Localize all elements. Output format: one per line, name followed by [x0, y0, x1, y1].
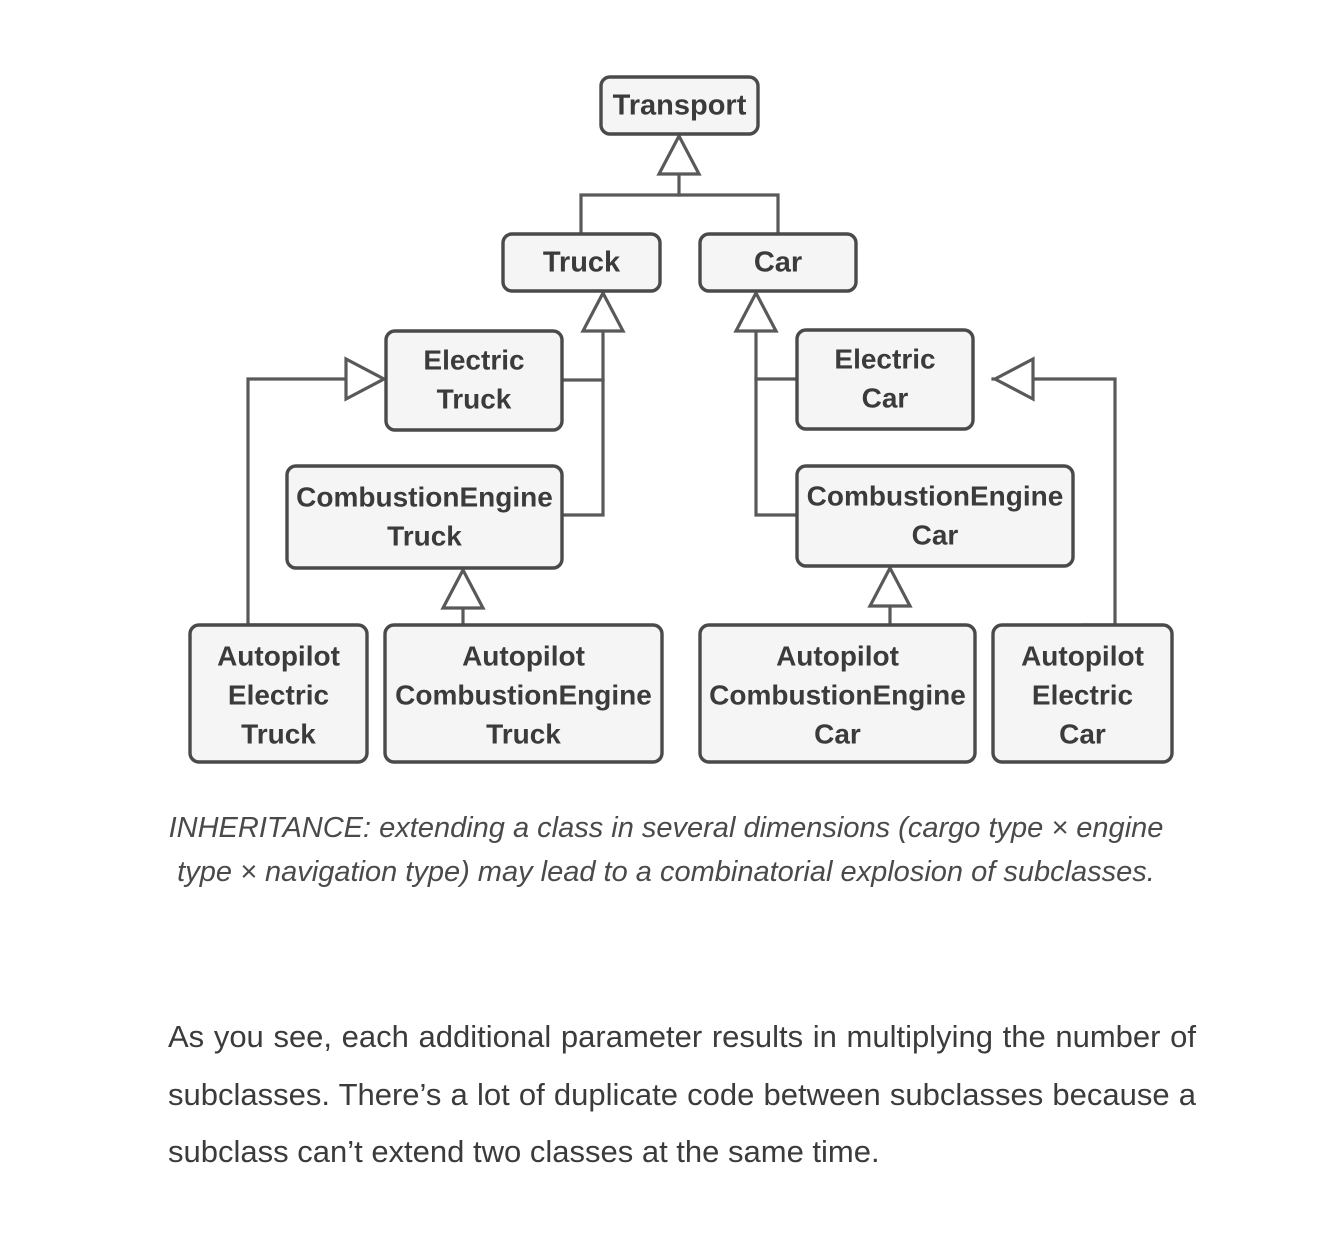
- inheritance-arrow-electriccar: [991, 356, 1035, 402]
- node-autopilot-electric-car-label-line2: Electric: [1032, 679, 1133, 710]
- node-autopilot-electric-truck-label-line3: Truck: [241, 718, 316, 749]
- node-electric-truck-label-line1: Electric: [423, 344, 524, 375]
- node-car[interactable]: Car: [698, 232, 858, 293]
- node-combustionengine-truck-label-line1: CombustionEngine: [296, 481, 553, 512]
- inheritance-arrow-electrictruck: [344, 356, 388, 402]
- inheritance-arrow-car: [733, 289, 779, 333]
- node-autopilot-electric-truck-label-line1: Autopilot: [217, 640, 340, 671]
- node-combustionengine-car-label-line2: Car: [912, 519, 959, 550]
- node-combustionengine-car[interactable]: CombustionEngine Car: [795, 464, 1075, 568]
- node-combustionengine-truck[interactable]: CombustionEngine Truck: [285, 464, 564, 570]
- inheritance-arrow-combustionenginetruck: [440, 566, 486, 610]
- node-autopilot-electric-car-label-line1: Autopilot: [1021, 640, 1144, 671]
- node-autopilot-combustionengine-car-label-line2: CombustionEngine: [709, 679, 966, 710]
- node-autopilot-combustionengine-car-label-line1: Autopilot: [776, 640, 899, 671]
- node-electric-car-label-line2: Car: [862, 382, 909, 413]
- node-electric-truck-label-line2: Truck: [437, 383, 512, 414]
- node-autopilot-electric-truck-label-line2: Electric: [228, 679, 329, 710]
- node-electric-truck[interactable]: Electric Truck: [384, 329, 564, 432]
- node-car-rect[interactable]: [698, 232, 858, 293]
- node-autopilot-combustionengine-truck[interactable]: Autopilot CombustionEngine Truck: [383, 623, 664, 764]
- node-autopilot-combustionengine-car-rect[interactable]: [698, 623, 977, 764]
- inheritance-arrow-truck: [580, 289, 626, 333]
- inheritance-arrow-transport: [656, 132, 702, 176]
- node-autopilot-electric-truck[interactable]: Autopilot Electric Truck: [188, 623, 369, 764]
- edge-combustionenginecar-to-car: [754, 316, 799, 517]
- node-autopilot-combustionengine-car[interactable]: Autopilot CombustionEngine Car: [698, 623, 977, 764]
- uml-class-diagram: Transport Truck Car Electric Truck Elect…: [188, 75, 1174, 764]
- node-combustionengine-truck-rect[interactable]: [285, 464, 564, 570]
- node-electric-car-rect[interactable]: [795, 328, 975, 431]
- edge-combustionenginetruck-to-truck: [560, 316, 605, 517]
- body-paragraph: As you see, each additional parameter re…: [168, 1019, 1196, 1169]
- edge-truck-to-transport: [579, 159, 681, 236]
- node-electric-car[interactable]: Electric Car: [795, 328, 975, 431]
- node-autopilot-electric-truck-rect[interactable]: [188, 623, 369, 764]
- node-autopilot-combustionengine-truck-label-line3: Truck: [486, 718, 561, 749]
- node-truck-label: Truck: [543, 247, 621, 279]
- uml-svg-canvas: Transport Truck Car Electric Truck Elect…: [188, 75, 1174, 764]
- node-car-label: Car: [754, 247, 802, 279]
- node-autopilot-electric-car-rect[interactable]: [991, 623, 1174, 764]
- node-electric-car-label-line1: Electric: [834, 343, 935, 374]
- node-autopilot-combustionengine-car-label-line3: Car: [814, 718, 861, 749]
- arrowhead-layer: [344, 132, 1035, 610]
- node-autopilot-electric-car-label-line3: Car: [1059, 718, 1106, 749]
- node-combustionengine-car-label-line1: CombustionEngine: [807, 480, 1064, 511]
- node-autopilot-electric-car[interactable]: Autopilot Electric Car: [991, 623, 1174, 764]
- node-autopilot-combustionengine-truck-rect[interactable]: [383, 623, 664, 764]
- node-truck-rect[interactable]: [501, 232, 662, 293]
- node-combustionengine-truck-label-line2: Truck: [387, 520, 462, 551]
- node-autopilot-combustionengine-truck-label-line2: CombustionEngine: [395, 679, 652, 710]
- node-electric-truck-rect[interactable]: [384, 329, 564, 432]
- node-transport-rect[interactable]: [599, 75, 760, 136]
- node-autopilot-combustionengine-truck-label-line1: Autopilot: [462, 640, 585, 671]
- figure-caption: INHERITANCE: extending a class in severa…: [168, 812, 1164, 888]
- node-transport-label: Transport: [613, 90, 747, 122]
- node-truck[interactable]: Truck: [501, 232, 662, 293]
- edge-car-to-transport: [677, 193, 780, 236]
- inheritance-arrow-combustionenginecar: [867, 564, 913, 608]
- node-transport[interactable]: Transport: [599, 75, 760, 136]
- node-combustionengine-car-rect[interactable]: [795, 464, 1075, 568]
